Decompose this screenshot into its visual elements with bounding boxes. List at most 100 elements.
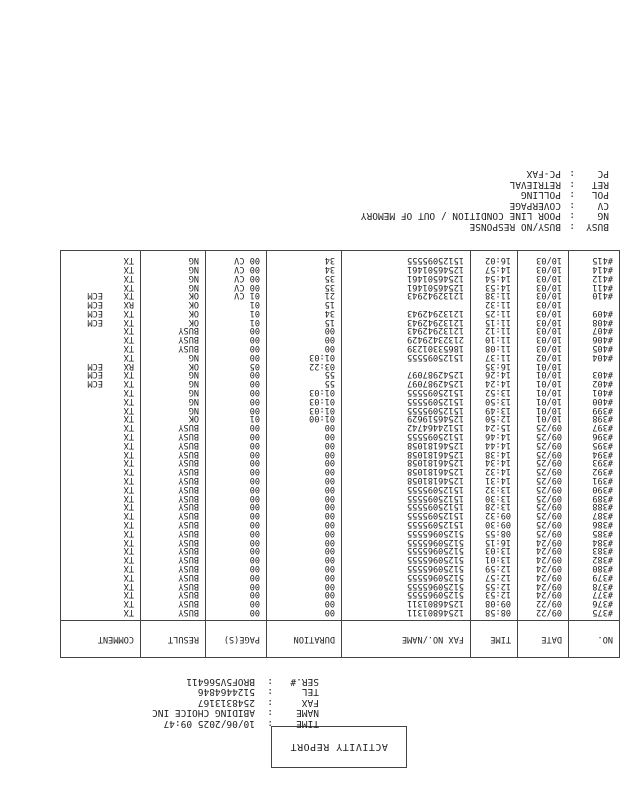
cell-fax: 12546519629 (341, 413, 471, 423)
cell-fax: 15125095555 (341, 431, 471, 441)
cell-no: #389 (568, 493, 620, 503)
cell-date: 09/24 (517, 572, 569, 582)
cell-comment: TX (60, 598, 141, 608)
legend-sep: : (569, 179, 575, 190)
cell-duration: 01:03 (266, 405, 342, 415)
cell-date: 09/25 (517, 422, 569, 432)
cell-time: 11:37 (470, 352, 518, 362)
cell-duration: 00 (266, 326, 342, 336)
cell-comment: TX ECM (60, 317, 141, 327)
cell-duration: 00 (266, 422, 342, 432)
legend-value: RETRIEVAL (509, 179, 561, 190)
cell-duration: 34 (266, 264, 342, 274)
cell-time: 11:10 (470, 334, 518, 344)
cell-no: #378 (568, 581, 620, 591)
cell-no: #398 (568, 413, 620, 423)
cell-date: 09/25 (517, 528, 569, 538)
cell-time: 16:02 (470, 250, 518, 265)
cell-result: OK (140, 308, 206, 318)
cell-duration: 00 (266, 519, 342, 529)
cell-date: 09/24 (517, 554, 569, 564)
cell-result: BUSY (140, 343, 206, 353)
cell-fax: 12546181058 (341, 449, 471, 459)
cell-result: NG (140, 352, 206, 362)
cell-pages: 00 (205, 457, 267, 467)
cell-fax: 18653301239 (341, 343, 471, 353)
cell-no: #399 (568, 405, 620, 415)
cell-date: 09/24 (517, 589, 569, 599)
cell-pages: 00 (205, 484, 267, 494)
cell-comment: RX ECM (60, 361, 141, 371)
cell-fax: 15125095555 (341, 519, 471, 529)
cell-no: #409 (568, 308, 620, 318)
cell-duration: 00 (266, 501, 342, 511)
cell-date: 10/03 (517, 282, 569, 292)
cell-fax: 12546181058 (341, 440, 471, 450)
cell-no: #397 (568, 422, 620, 432)
cell-result: NG (140, 369, 206, 379)
cell-pages: 00 CV (205, 250, 267, 265)
cell-duration: 34 (266, 250, 342, 265)
cell-pages: 00 (205, 589, 267, 599)
cell-fax: 51250965555 (341, 572, 471, 582)
header-value: 2548313167 (197, 697, 255, 708)
cell-comment: TX (60, 282, 141, 292)
cell-fax: 12546181058 (341, 475, 471, 485)
cell-no: #376 (568, 598, 620, 608)
cell-fax: 15125095555 (341, 493, 471, 503)
cell-result: BUSY (140, 475, 206, 485)
header-colon: : (267, 718, 273, 729)
legend-key: BUSY (586, 221, 609, 232)
cell-no: #387 (568, 510, 620, 520)
cell-comment: TX (60, 519, 141, 529)
cell-date: 09/22 (517, 598, 569, 608)
cell-no: #384 (568, 537, 620, 547)
cell-duration: 00 (266, 537, 342, 547)
cell-duration: 00 (266, 589, 342, 599)
cell-comment: TX (60, 466, 141, 476)
legend-line: RET: RETRIEVAL (361, 179, 609, 190)
cell-pages: 00 (205, 466, 267, 476)
cell-fax: 51250965555 (341, 528, 471, 538)
cell-time: 08:55 (470, 528, 518, 538)
cell-date: 09/25 (517, 484, 569, 494)
cell-duration: 00 (266, 572, 342, 582)
cell-time: 13:50 (470, 396, 518, 406)
cell-fax: 12546801311 (341, 607, 471, 621)
cell-fax: 15125095555 (341, 396, 471, 406)
cell-comment: TX (60, 563, 141, 573)
cell-date: 09/25 (517, 501, 569, 511)
cell-date: 09/25 (517, 493, 569, 503)
cell-duration: 00 (266, 431, 342, 441)
cell-duration: 00 (266, 598, 342, 608)
legend-key: RET (591, 179, 609, 190)
cell-no: #400 (568, 396, 620, 406)
cell-fax: 15125095555 (341, 387, 471, 397)
cell-result: OK (140, 413, 206, 423)
cell-date: 09/24 (517, 545, 569, 555)
cell-comment: TX (60, 572, 141, 582)
cell-duration: 01:03 (266, 396, 342, 406)
cell-time: 11:15 (470, 317, 518, 327)
cell-pages: 00 (205, 528, 267, 538)
cell-result: BUSY (140, 545, 206, 555)
legend-key: PC (597, 168, 609, 180)
cell-date: 09/25 (517, 449, 569, 459)
cell-fax: 51250965555 (341, 581, 471, 591)
cell-date: 09/25 (517, 475, 569, 485)
cell-date: 09/25 (517, 440, 569, 450)
cell-pages: 01 (205, 413, 267, 423)
cell-fax: 15125095555 (341, 352, 471, 362)
cell-pages: 00 (205, 378, 267, 388)
